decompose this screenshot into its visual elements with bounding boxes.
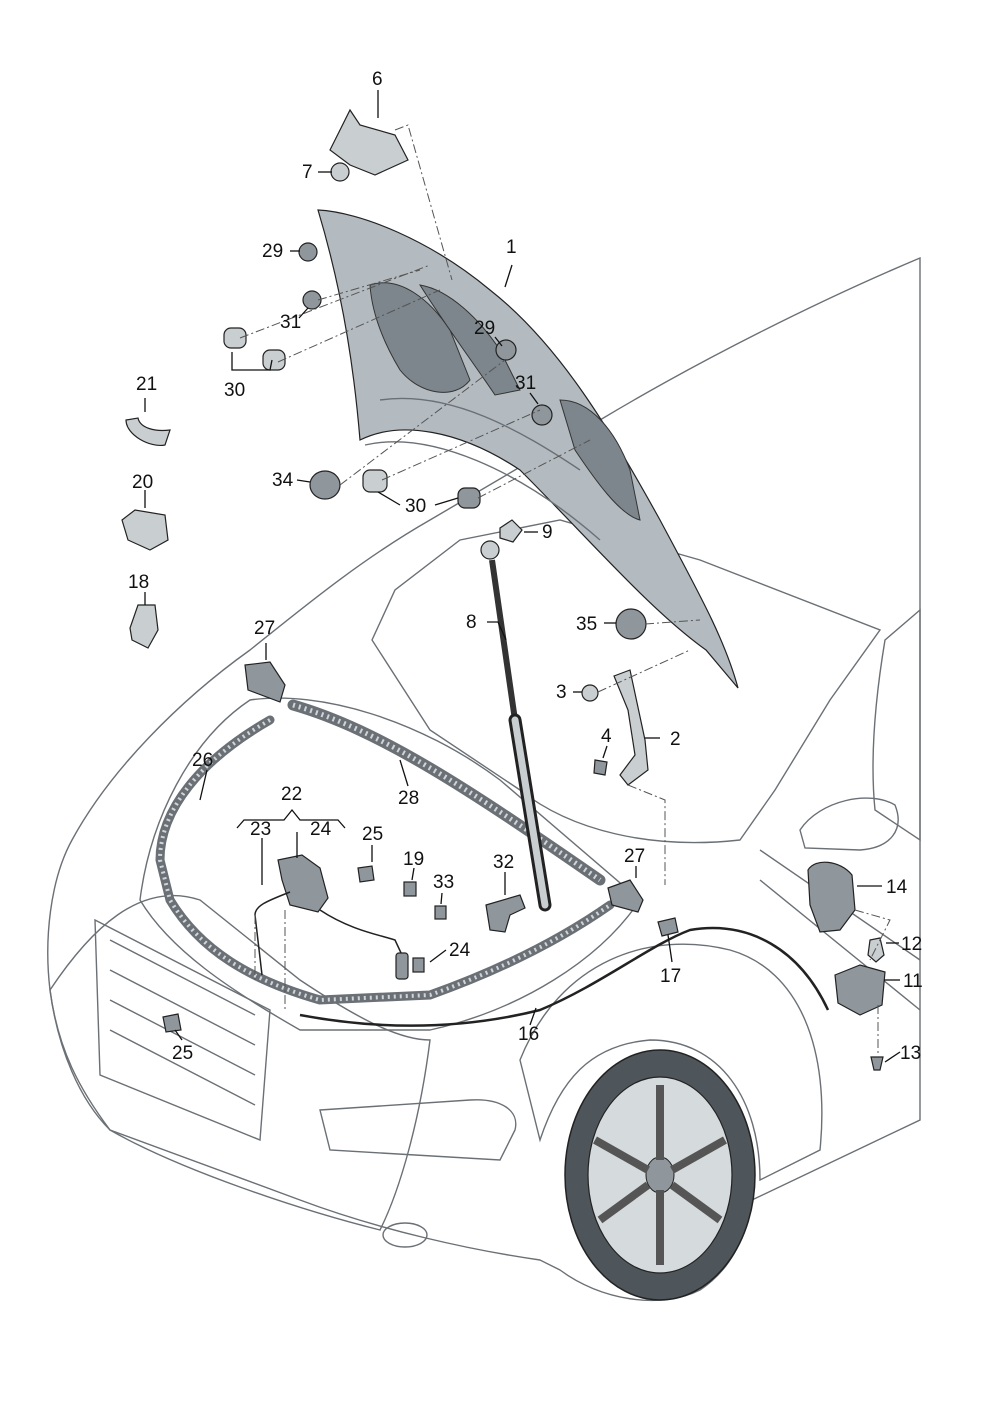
assembly-lines bbox=[239, 124, 891, 1055]
callout-17: 17 bbox=[660, 966, 681, 987]
callout-26: 26 bbox=[192, 750, 213, 771]
callout-13: 13 bbox=[900, 1043, 921, 1064]
plug-35 bbox=[615, 608, 647, 640]
release-cable-16 bbox=[299, 926, 830, 1027]
buffer-30a bbox=[223, 327, 247, 349]
clip-24b bbox=[412, 957, 425, 973]
leader-lines bbox=[144, 90, 901, 1063]
callout-23: 23 bbox=[250, 819, 271, 840]
callout-8: 8 bbox=[466, 612, 477, 633]
grommet-31a bbox=[302, 290, 322, 310]
buffer-30c bbox=[362, 469, 388, 493]
callout-25b: 25 bbox=[172, 1043, 193, 1064]
seal-34 bbox=[309, 470, 341, 500]
callout-12: 12 bbox=[901, 934, 922, 955]
clip-33 bbox=[434, 905, 447, 920]
hinge-6 bbox=[329, 108, 409, 176]
callout-30a: 30 bbox=[224, 380, 245, 401]
lock-22 bbox=[277, 854, 329, 913]
clip-18 bbox=[129, 604, 159, 649]
callout-29b: 29 bbox=[474, 318, 495, 339]
front-wheel bbox=[564, 1049, 756, 1301]
callout-1: 1 bbox=[506, 237, 517, 258]
lock-wire-24 bbox=[319, 909, 403, 956]
seal-28 bbox=[287, 699, 606, 886]
bracket-32 bbox=[485, 894, 526, 933]
windscreen bbox=[371, 519, 882, 844]
callout-31b: 31 bbox=[515, 373, 536, 394]
side-mirror bbox=[799, 797, 899, 851]
wheel-arch bbox=[519, 943, 823, 1182]
callout-14: 14 bbox=[886, 877, 908, 898]
callout-20: 20 bbox=[132, 472, 153, 493]
cable-grommet-17 bbox=[657, 917, 679, 937]
callout-24b: 24 bbox=[449, 940, 471, 961]
hood-panel bbox=[317, 209, 739, 689]
fog-lamp bbox=[382, 1222, 428, 1248]
handle-11 bbox=[834, 964, 886, 1016]
callout-9: 9 bbox=[542, 522, 553, 543]
clip-20 bbox=[121, 509, 169, 551]
car-silhouette bbox=[47, 256, 921, 1302]
callout-28: 28 bbox=[398, 788, 419, 809]
housing-14 bbox=[807, 861, 856, 933]
callout-7: 7 bbox=[302, 162, 313, 183]
bracket-2 bbox=[613, 669, 649, 786]
car-body bbox=[47, 256, 921, 1302]
callout-30b: 30 bbox=[405, 496, 426, 517]
gas-strut-8 bbox=[480, 540, 552, 912]
callouts: 1 2 3 4 6 7 8 9 11 12 13 14 16 17 18 19 … bbox=[128, 69, 923, 1064]
buffer-30d bbox=[457, 487, 481, 509]
callout-19: 19 bbox=[403, 849, 424, 870]
clip-12 bbox=[867, 937, 885, 963]
bump-stop-29a bbox=[298, 242, 318, 262]
parts bbox=[121, 108, 886, 1071]
callout-6: 6 bbox=[372, 69, 383, 90]
grommet-31b bbox=[531, 404, 553, 426]
clip-19 bbox=[403, 881, 417, 897]
bolt-4 bbox=[593, 759, 608, 776]
callout-22: 22 bbox=[281, 784, 302, 805]
callout-29a: 29 bbox=[262, 241, 283, 262]
seal-26 bbox=[155, 715, 615, 1005]
seal-28-inner bbox=[292, 702, 602, 883]
callout-34: 34 bbox=[272, 470, 294, 491]
bracket-27a bbox=[244, 661, 286, 703]
buffer-30b bbox=[262, 349, 286, 371]
side-window bbox=[872, 608, 921, 842]
bracket-27b bbox=[607, 879, 644, 913]
screw-13 bbox=[870, 1056, 884, 1071]
hood-cavity-right bbox=[559, 399, 641, 521]
callout-32: 32 bbox=[493, 852, 514, 873]
callout-27a: 27 bbox=[254, 618, 275, 639]
callout-33: 33 bbox=[433, 872, 454, 893]
callout-25a: 25 bbox=[362, 824, 383, 845]
headlight bbox=[319, 1099, 517, 1161]
nut-7 bbox=[330, 162, 350, 182]
callout-18: 18 bbox=[128, 572, 149, 593]
callout-31a: 31 bbox=[280, 312, 301, 333]
callout-4: 4 bbox=[601, 726, 612, 747]
connector-24 bbox=[395, 952, 409, 980]
bolt-25a bbox=[357, 865, 375, 883]
callout-35: 35 bbox=[576, 614, 597, 635]
nut-3 bbox=[581, 684, 599, 702]
lock-wire-23 bbox=[254, 891, 291, 976]
grille bbox=[94, 918, 271, 1142]
callout-27b: 27 bbox=[624, 846, 645, 867]
callout-11: 11 bbox=[903, 971, 923, 992]
hood-surface bbox=[139, 697, 641, 1031]
clip-9 bbox=[499, 519, 523, 543]
callout-21: 21 bbox=[136, 374, 157, 395]
bolt-25b bbox=[162, 1013, 182, 1033]
callout-2: 2 bbox=[670, 729, 681, 750]
callout-24a: 24 bbox=[310, 819, 332, 840]
front-fascia bbox=[49, 894, 431, 1231]
clip-21 bbox=[125, 417, 171, 447]
hood-inner-panel bbox=[317, 209, 739, 689]
callout-3: 3 bbox=[556, 682, 567, 703]
callout-16: 16 bbox=[518, 1024, 539, 1045]
